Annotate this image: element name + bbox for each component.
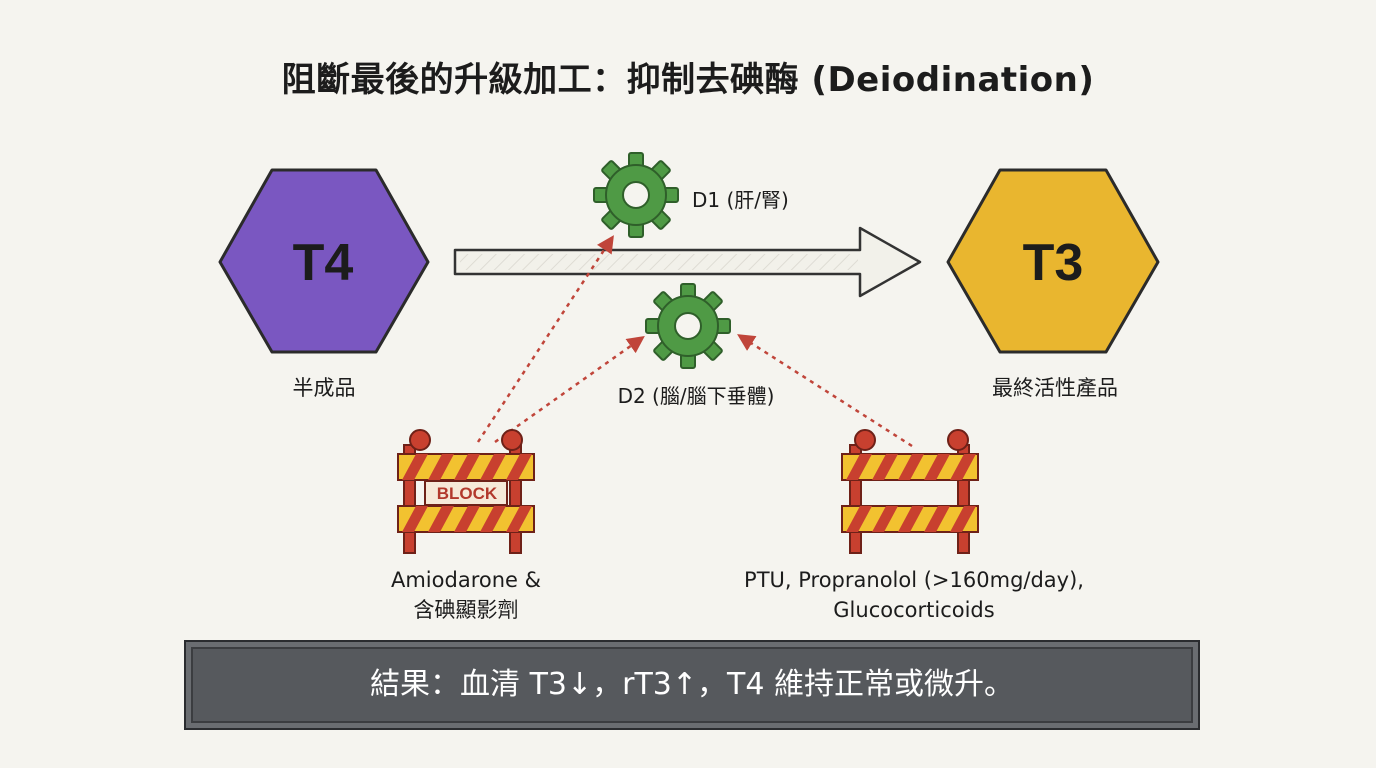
left-drug-line1: Amiodarone & (390, 568, 541, 592)
t4-hexagon (218, 168, 430, 354)
t4-label: T4 (292, 234, 354, 292)
d2-gear-icon (645, 283, 731, 369)
d1-label: D1 (肝/腎) (692, 188, 789, 212)
right-barrier-icon (841, 429, 979, 554)
result-box (184, 640, 1200, 730)
right-drug-label: PTU, Propranolol (>160mg/day), Glucocort… (714, 565, 1114, 625)
block-sign-text: BLOCK (436, 484, 498, 503)
right-drug-line2: Glucocorticoids (833, 598, 995, 622)
inhibit-line-right-to-d2 (737, 334, 913, 448)
t4-caption: 半成品 (292, 376, 356, 400)
t3-hexagon (946, 168, 1160, 354)
inhibit-line-left-to-d2 (494, 335, 645, 444)
left-drug-line2: 含碘顯影劑 (413, 598, 519, 622)
right-drug-line1: PTU, Propranolol (>160mg/day), (744, 568, 1084, 592)
d1-gear-icon (593, 152, 679, 238)
t3-label: T3 (1022, 234, 1084, 292)
left-drug-label: Amiodarone & 含碘顯影劑 (330, 565, 602, 625)
t3-caption: 最終活性產品 (992, 376, 1118, 400)
d2-label: D2 (腦/腦下垂體) (617, 384, 775, 408)
result-text: 結果：血清 T3↓，rT3↑，T4 維持正常或微升。 (370, 667, 1014, 702)
left-barrier-icon (397, 429, 535, 554)
page-title: 阻斷最後的升級加工：抑制去碘酶 (Deiodination) (281, 60, 1095, 100)
